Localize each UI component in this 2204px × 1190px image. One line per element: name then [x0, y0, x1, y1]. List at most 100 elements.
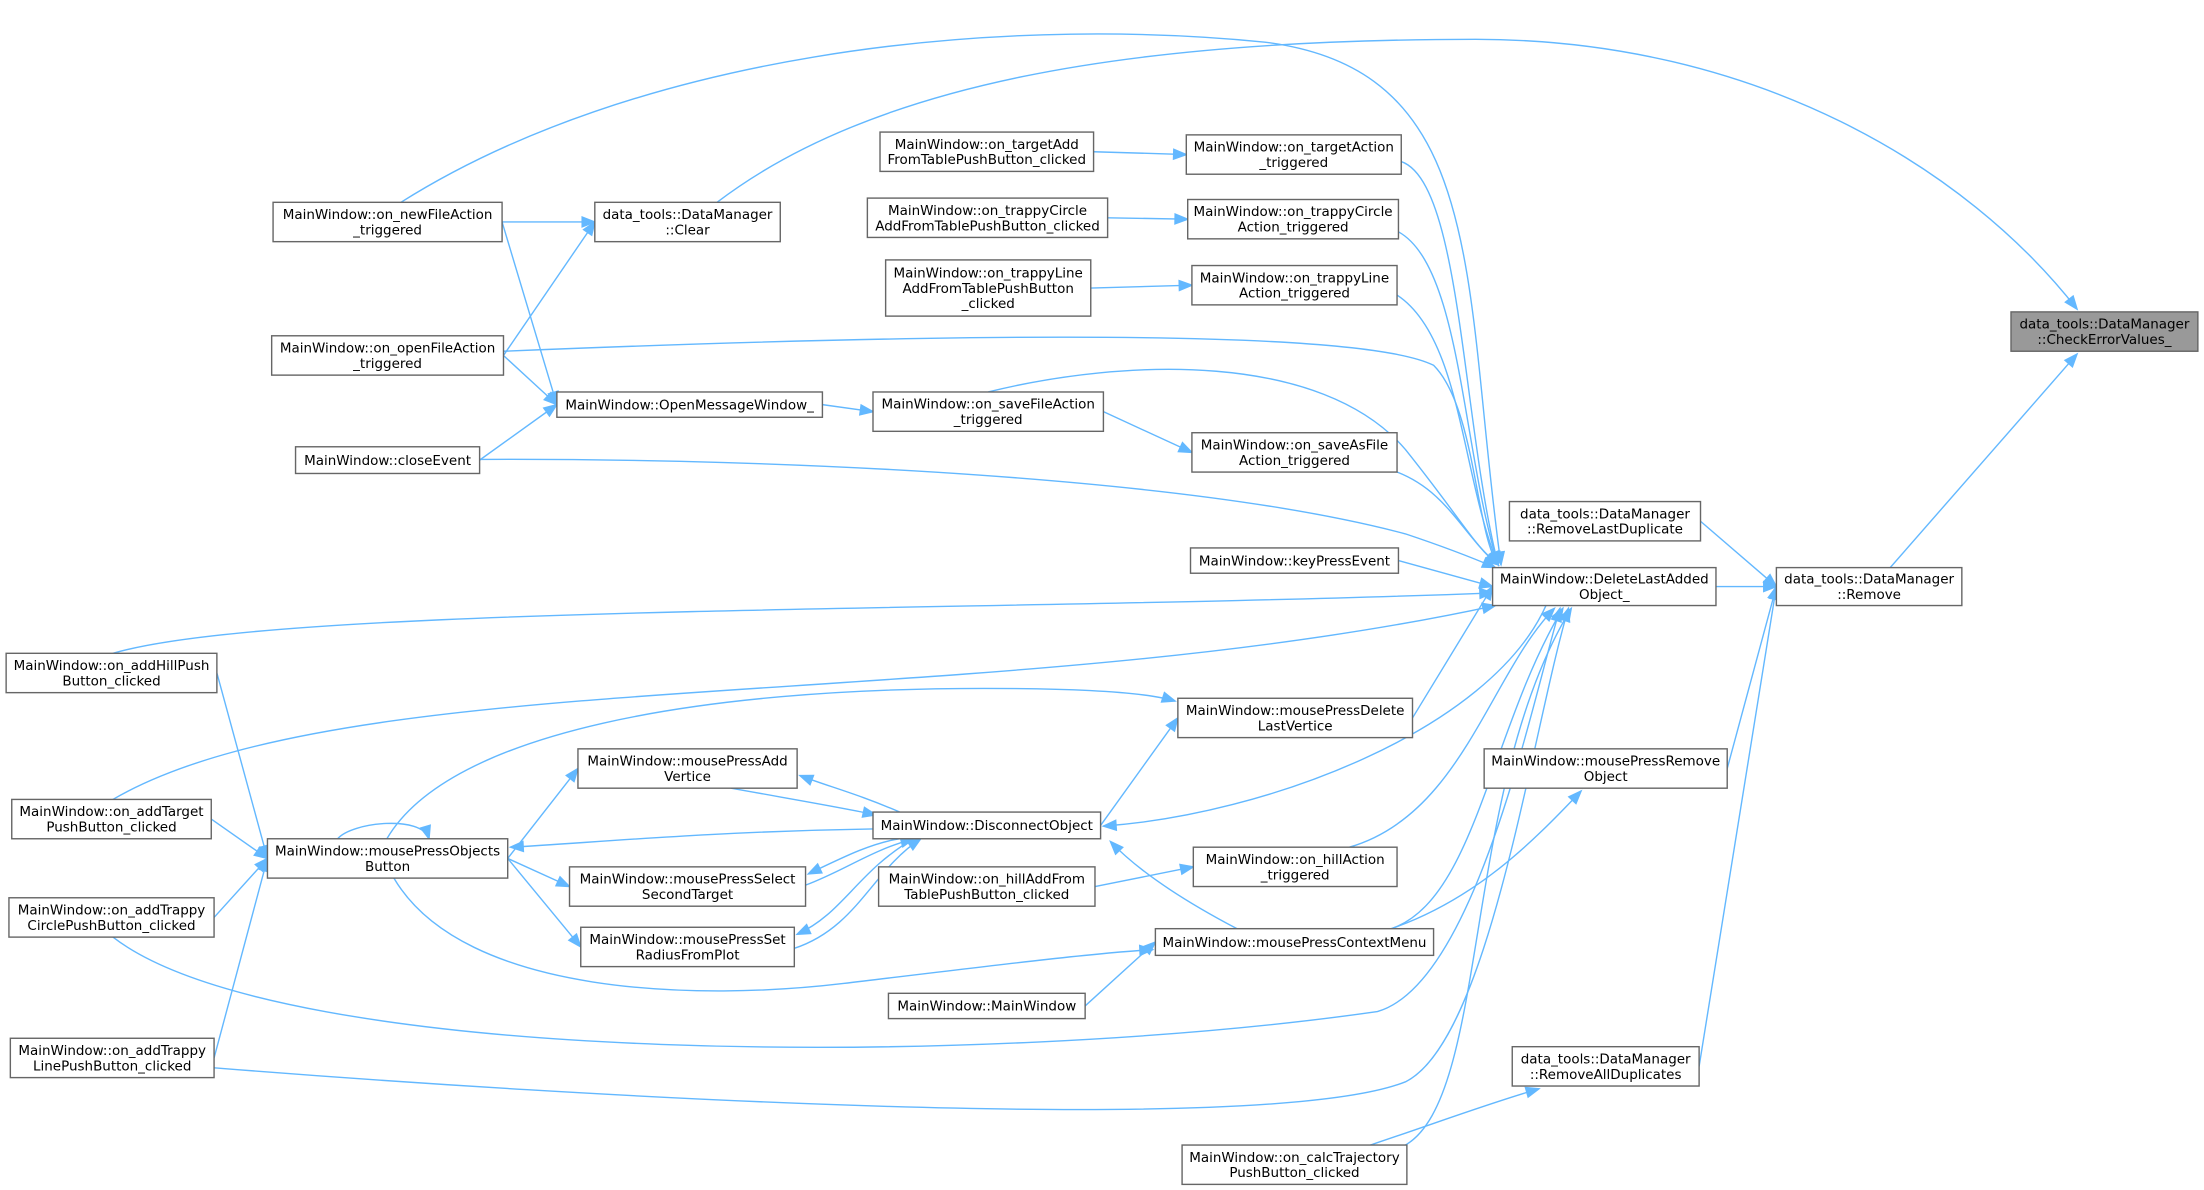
- node-label: Button_clicked: [62, 673, 160, 689]
- node-trappyLineAdd[interactable]: MainWindow::on_trappyLineAddFromTablePus…: [884, 259, 1092, 317]
- arrowhead-icon: [1179, 863, 1196, 876]
- node-label: _triggered: [1258, 155, 1328, 171]
- node-box: [872, 811, 1102, 840]
- node-box: [1491, 566, 1717, 607]
- node-trappyCircleAdd[interactable]: MainWindow::on_trappyCircleAddFromTableP…: [866, 197, 1109, 239]
- node-label: CirclePushButton_clicked: [27, 918, 195, 934]
- arrowhead-icon: [1550, 606, 1562, 623]
- node-removeAllDup[interactable]: data_tools::DataManager::RemoveAllDuplic…: [1511, 1045, 1700, 1087]
- node-box: [872, 391, 1105, 433]
- node-trappyCircleAction[interactable]: MainWindow::on_trappyCircleAction_trigge…: [1187, 198, 1400, 240]
- node-label: ::Clear: [665, 222, 710, 238]
- node-openMsg[interactable]: MainWindow::OpenMessageWindow_: [556, 391, 824, 418]
- node-box: [1775, 566, 1963, 607]
- node-box: [266, 838, 509, 879]
- node-addTrappyLine[interactable]: MainWindow::on_addTrappyLinePushButton_c…: [9, 1037, 215, 1079]
- edge-contextMenu-to-pressRemoveObj: [1391, 789, 1583, 930]
- node-targetAdd[interactable]: MainWindow::on_targetAddFromTablePushBut…: [879, 131, 1095, 173]
- edge-objectsButton-to-setRadius: [507, 857, 582, 949]
- node-saveAs[interactable]: MainWindow::on_saveAsFileAction_triggere…: [1191, 432, 1398, 473]
- edge-keyPress-to-deleteLast: [1398, 559, 1495, 589]
- node-label: MainWindow::mousePressSelect: [580, 872, 796, 888]
- edge-deleteLast-to-remove: [1715, 580, 1779, 593]
- node-box: [1189, 547, 1400, 574]
- node-label: TablePushButton_clicked: [903, 887, 1069, 903]
- arrowhead-icon: [795, 923, 812, 936]
- node-saveFile[interactable]: MainWindow::on_saveFileAction_triggered: [872, 391, 1105, 433]
- edge-objectsButton-to-objectsButton: [337, 822, 431, 841]
- edge-trappyCircleAction-to-deleteLast: [1398, 231, 1500, 567]
- node-label: RadiusFromPlot: [636, 947, 740, 963]
- node-addTrappyCircle[interactable]: MainWindow::on_addTrappyCirclePushButton…: [8, 897, 215, 938]
- edge-newFile-to-clear: [502, 216, 597, 228]
- node-label: PushButton_clicked: [46, 820, 176, 836]
- edge-addTrappyLine-to-objectsButton: [213, 856, 270, 1059]
- node-box: [1508, 500, 1702, 542]
- arrowhead-icon: [1177, 441, 1194, 454]
- arrowhead-icon: [1172, 148, 1189, 161]
- edge-line: [1090, 284, 1192, 289]
- node-label: data_tools::DataManager: [1520, 506, 1690, 522]
- node-calcTraj[interactable]: MainWindow::on_calcTrajectoryPushButton_…: [1181, 1144, 1408, 1186]
- edge-line: [386, 687, 1176, 840]
- node-contextMenu[interactable]: MainWindow::mousePressContextMenu: [1154, 927, 1435, 957]
- edge-closeEvent-to-deleteLast: [479, 458, 1498, 569]
- node-addTarget[interactable]: MainWindow::on_addTargetPushButton_click…: [11, 798, 212, 840]
- node-label: ::CheckErrorValues_: [2037, 332, 2171, 348]
- edge-line: [1411, 586, 1494, 719]
- arrowhead-icon: [798, 774, 815, 786]
- node-box: [884, 259, 1092, 317]
- node-closeEvent[interactable]: MainWindow::closeEvent: [294, 446, 481, 475]
- node-openFile[interactable]: MainWindow::on_openFileAction_triggered: [270, 335, 505, 376]
- node-trappyLineAction[interactable]: MainWindow::on_trappyLineAction_triggere…: [1191, 264, 1398, 306]
- node-checkErr[interactable]: data_tools::DataManager::CheckErrorValue…: [2010, 311, 2199, 352]
- arrowhead-icon: [542, 403, 559, 418]
- edge-hillAdd-to-hillAction: [1094, 863, 1196, 888]
- node-removeLastDup[interactable]: data_tools::DataManager::RemoveLastDupli…: [1508, 500, 1702, 542]
- node-box: [879, 131, 1095, 173]
- node-label: MainWindow::on_saveFileAction: [882, 397, 1095, 413]
- node-label: MainWindow::on_addTrappy: [18, 902, 206, 918]
- nodes-layer: data_tools::DataManager::CheckErrorValue…: [5, 131, 2199, 1186]
- node-targetAction[interactable]: MainWindow::on_targetAction_triggered: [1185, 134, 1402, 175]
- node-label: data_tools::DataManager: [603, 207, 773, 223]
- arrowhead-icon: [582, 220, 596, 237]
- edge-newFile-to-openMsg: [501, 221, 559, 407]
- edge-line: [1398, 231, 1499, 566]
- node-label: data_tools::DataManager: [1784, 572, 1954, 588]
- node-hillAction[interactable]: MainWindow::on_hillAction_triggered: [1192, 846, 1398, 888]
- node-mainWindow[interactable]: MainWindow::MainWindow: [887, 992, 1086, 1020]
- node-remove[interactable]: data_tools::DataManager::Remove: [1775, 566, 1963, 607]
- node-label: MainWindow::mousePressAdd: [587, 754, 787, 770]
- edge-pressDelVert-to-deleteLast: [1411, 584, 1494, 719]
- node-box: [270, 335, 505, 376]
- node-newFile[interactable]: MainWindow::on_newFileAction_triggered: [272, 201, 503, 243]
- node-disconnect[interactable]: MainWindow::DisconnectObject: [872, 811, 1102, 840]
- node-label: ::RemoveAllDuplicates: [1530, 1067, 1682, 1083]
- arrowhead-icon: [1480, 556, 1498, 569]
- arrowhead-icon: [1524, 1086, 1541, 1099]
- edge-line: [337, 822, 430, 840]
- arrowhead-icon: [1478, 577, 1495, 589]
- edge-line: [216, 672, 269, 859]
- node-label: MainWindow::MainWindow: [897, 999, 1076, 1015]
- arrowhead-icon: [1540, 606, 1556, 623]
- node-clear[interactable]: data_tools::DataManager::Clear: [594, 201, 781, 243]
- edge-addTrappyCircle-to-deleteLast: [112, 606, 1562, 1048]
- node-hillAdd[interactable]: MainWindow::on_hillAddFromTablePushButto…: [877, 866, 1096, 907]
- arrowhead-icon: [508, 840, 525, 853]
- edge-line: [1349, 607, 1555, 848]
- edge-line: [393, 877, 1153, 992]
- node-box: [877, 866, 1096, 907]
- node-label: MainWindow::on_newFileAction: [283, 207, 493, 223]
- node-keyPress[interactable]: MainWindow::keyPressEvent: [1189, 547, 1400, 574]
- arrowhead-icon: [1101, 819, 1118, 832]
